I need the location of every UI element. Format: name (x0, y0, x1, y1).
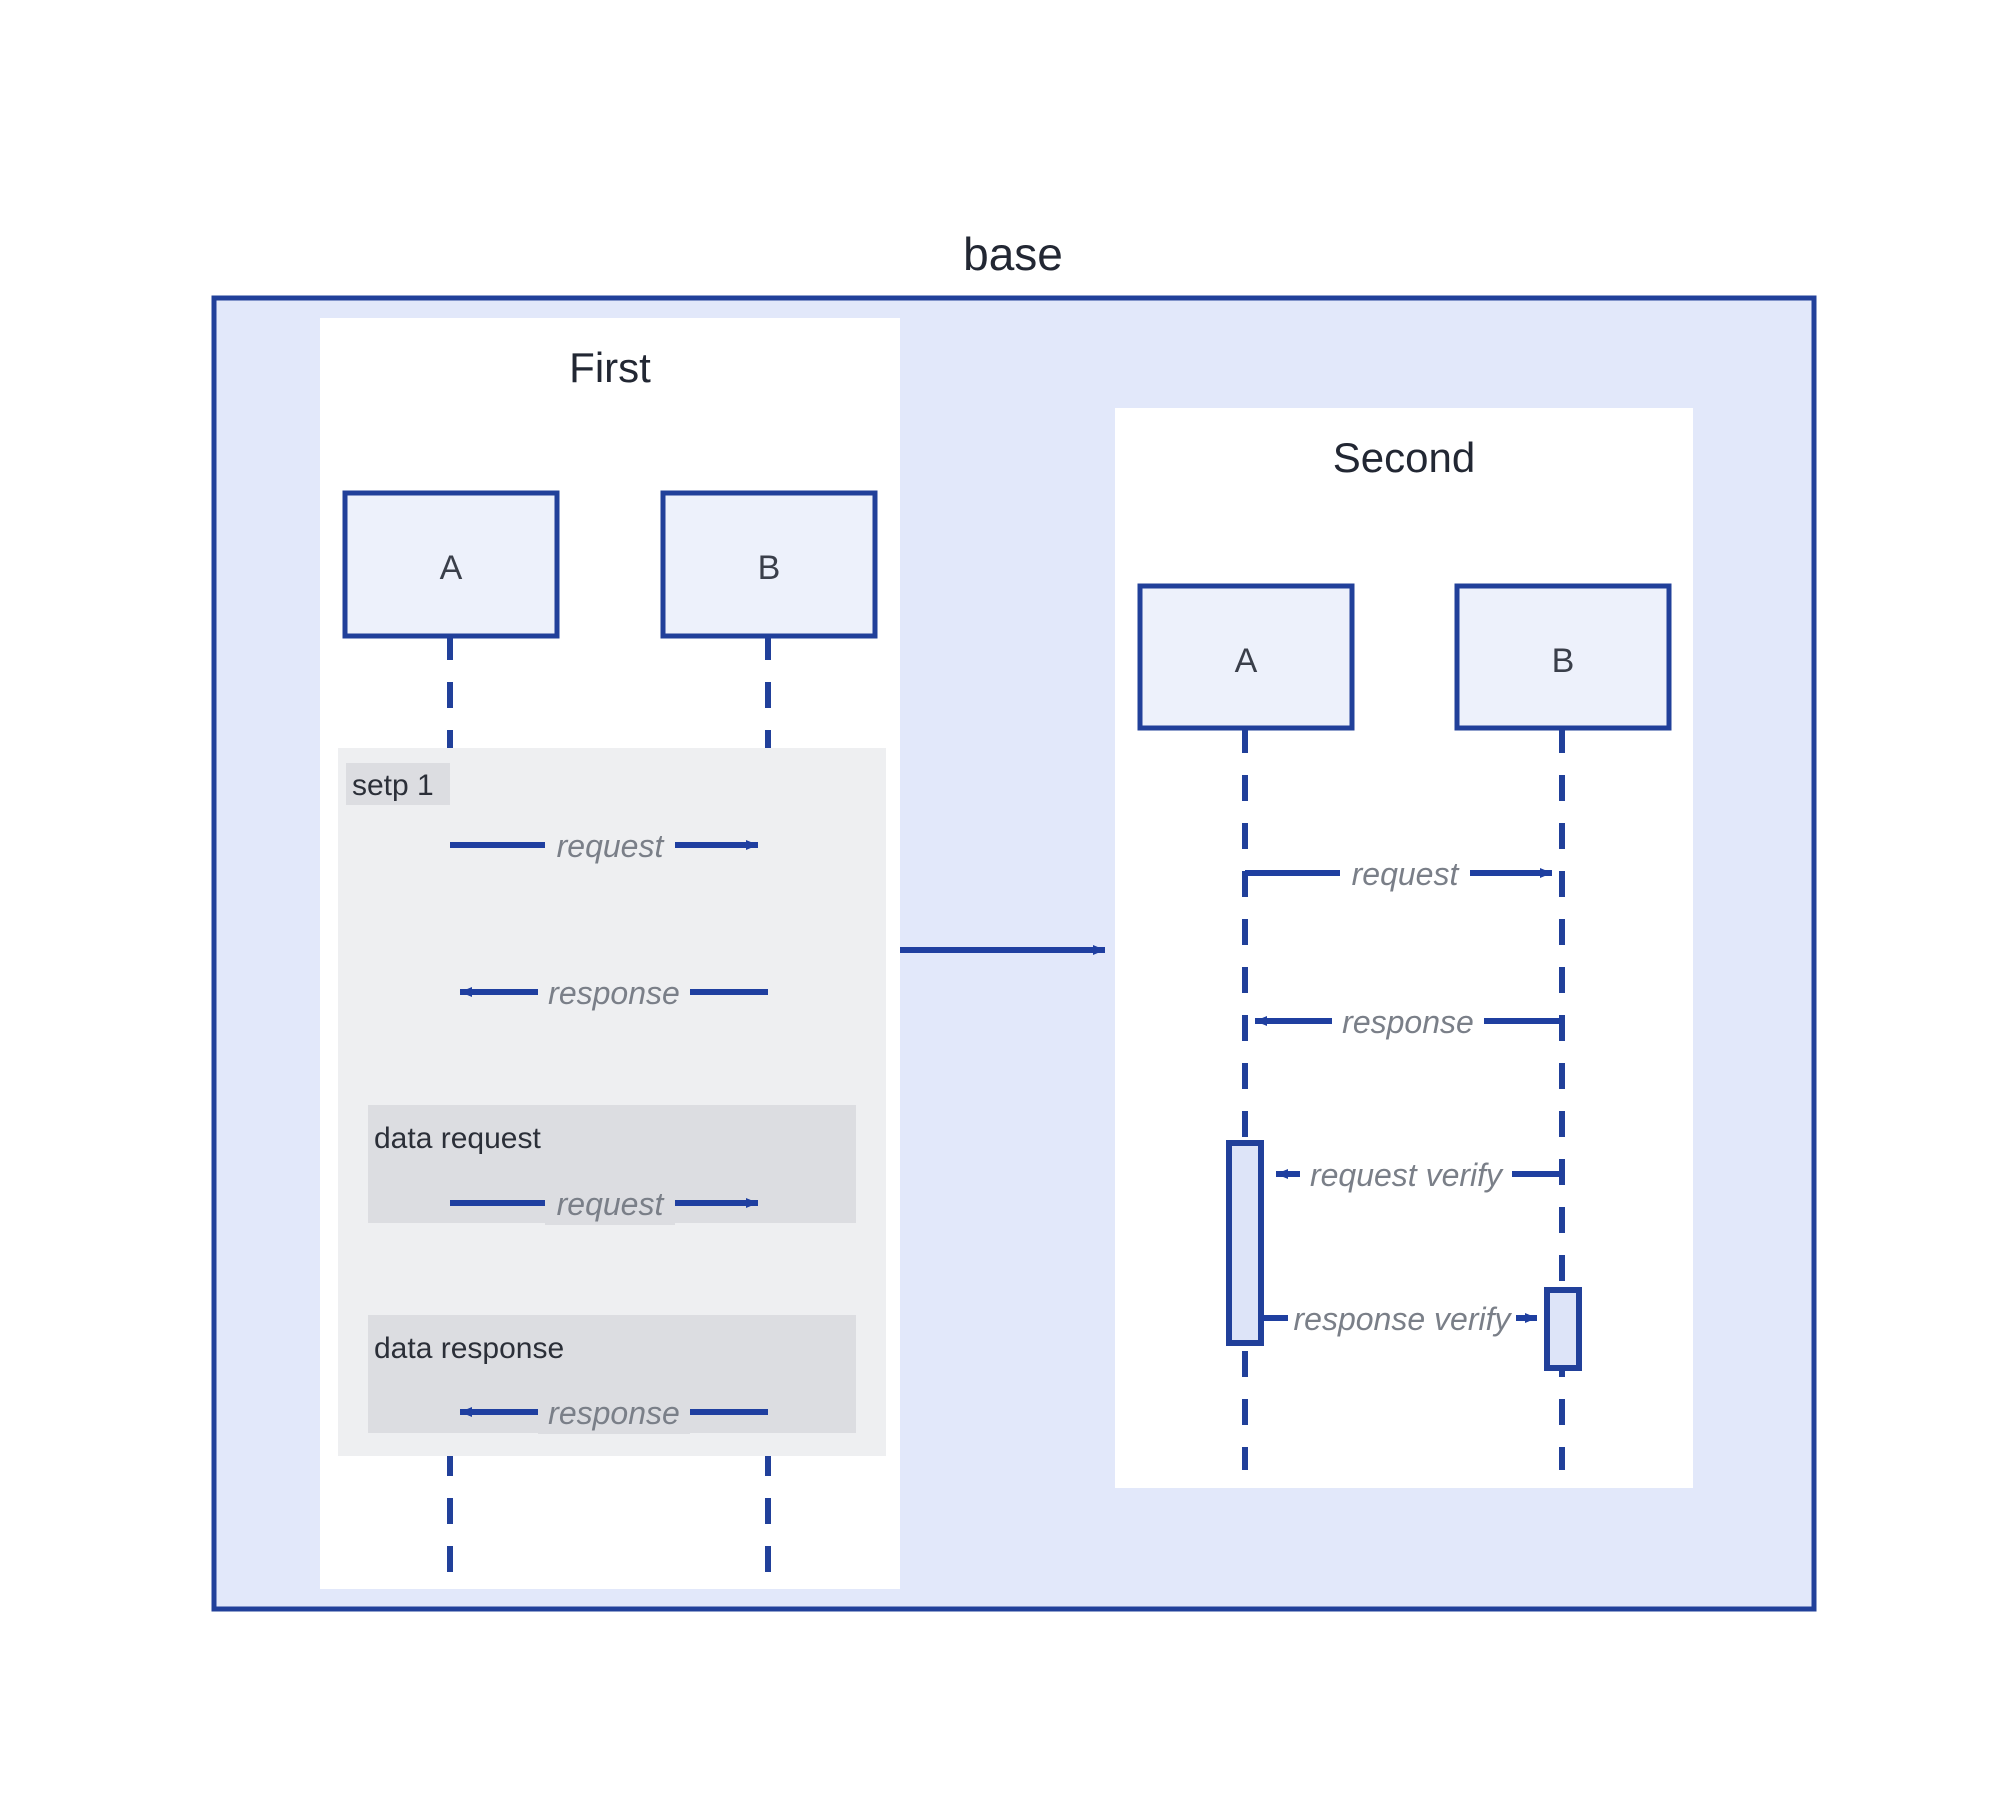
participant-first-b-label: B (758, 549, 781, 587)
activation-second-b[interactable] (1544, 1287, 1582, 1371)
participant-second-a[interactable] (1137, 583, 1355, 731)
message-first-request-1-label: request (557, 828, 665, 864)
message-second-request-verify-label-bg (1300, 1152, 1512, 1196)
message-second-request-verify-label: request verify (1310, 1157, 1504, 1193)
message-second-response-label: response (1342, 1004, 1474, 1040)
participant-first-b[interactable] (660, 490, 878, 639)
message-second-request-label: request (1352, 856, 1460, 892)
message-first-response-2-label-bg (538, 1390, 690, 1434)
message-first-response-1-label-bg (538, 970, 690, 1014)
message-second-request-label-bg (1340, 851, 1470, 895)
panel-first-title: First (569, 344, 651, 391)
participant-first-a-label: A (440, 549, 463, 587)
message-first-request-1-label-bg (545, 823, 675, 867)
participant-second-b-label: B (1552, 642, 1575, 680)
message-first-response-1-label: response (548, 975, 680, 1011)
activation-second-a[interactable] (1226, 1140, 1264, 1346)
participant-first-a[interactable] (342, 490, 560, 639)
message-second-response-verify-label: response verify (1294, 1301, 1513, 1337)
participant-second-a-label: A (1235, 642, 1258, 680)
fragment-setp-1-label-chip (346, 763, 450, 805)
message-first-request-2-label-bg (545, 1181, 675, 1225)
message-first-request-2-label: request (557, 1186, 665, 1222)
message-first-response-2-label: response (548, 1395, 680, 1431)
message-second-response-verify-label-bg (1288, 1296, 1516, 1340)
outer-frame-title: base (963, 228, 1063, 280)
fragment-data-response-label: data response (374, 1332, 564, 1365)
message-second-response-label-bg (1332, 999, 1484, 1043)
participant-second-b[interactable] (1454, 583, 1672, 731)
fragment-setp-1-label: setp 1 (352, 769, 434, 802)
fragment-data-request-label: data request (374, 1122, 541, 1155)
panel-second-title: Second (1333, 434, 1475, 481)
